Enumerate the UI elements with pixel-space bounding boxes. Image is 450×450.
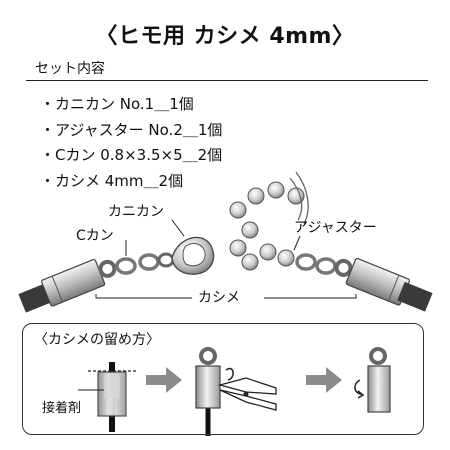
list-item-lobster-clasp: ・カニカン No.1＿1個 [40,95,194,113]
glue-label: 接着剤 [42,400,81,416]
right-jump-ring-2 [315,257,337,275]
right-crimp-assembly [295,253,433,312]
left-crimp-assembly [18,253,160,313]
label-jump-ring: Cカン [76,228,114,244]
list-item-adjuster: ・アジャスター No.2＿1個 [40,120,223,139]
contents-divider [26,80,428,81]
step-arrow-1 [146,367,182,393]
right-cord [397,281,433,312]
list-item-jump-ring: ・Cカン 0.8×3.5×5＿2個 [40,146,223,164]
left-crimp-loop [98,259,117,278]
step-arrow-2 [306,367,342,393]
steps-panel [22,323,424,435]
left-jump-ring-1 [115,257,137,275]
left-crimp [41,258,106,307]
rotate-arrow-icon [354,379,363,395]
label-crimp: カシメ [198,290,240,306]
adjuster-chain [229,171,309,271]
label-lobster-clasp: カニカン [108,204,164,220]
callout-lines [95,219,357,299]
step1-crimp-with-glue [78,362,136,432]
page-title: 〈ヒモ用 カシメ 4mm〉 [95,24,355,49]
left-jump-ring-2 [138,253,160,271]
step3-finished-crimp [354,347,391,413]
contents-label: セット内容 [35,61,105,77]
contents-list: ・カニカン No.1＿1個 ・アジャスター No.2＿1個 ・Cカン 0.8×3… [40,92,222,194]
right-crimp-loop [334,258,353,277]
right-jump-ring-1 [295,253,317,271]
label-adjuster: アジャスター [294,220,377,236]
lobster-clasp [157,236,215,275]
steps-title: 〈カシメの留め方〉 [34,332,160,348]
list-item-crimp: ・カシメ 4mm＿2個 [40,171,184,190]
step2-crimp-pliers [195,347,277,436]
glue-indicator [104,374,120,398]
